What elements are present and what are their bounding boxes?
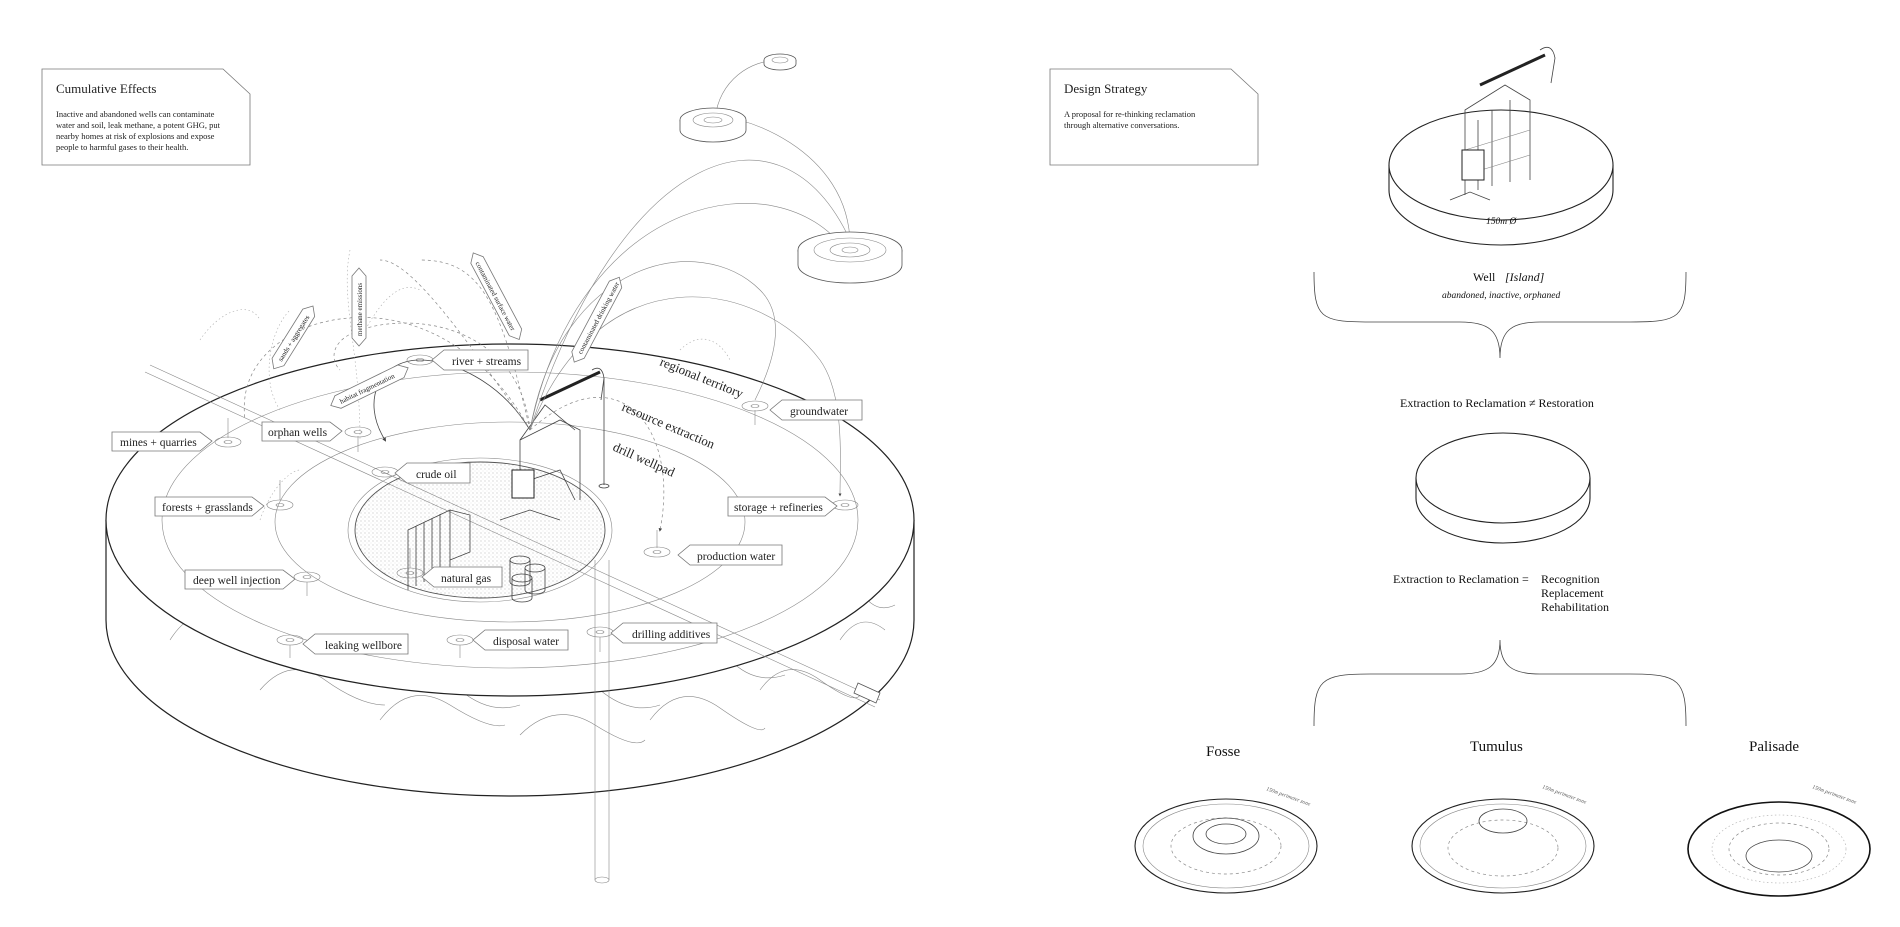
label-storage: storage + refineries — [727, 496, 838, 517]
cumulative-effects-line-2: water and soil, leak methane, a potent G… — [56, 120, 221, 130]
svg-text:natural gas: natural gas — [441, 573, 492, 585]
option-fosse-title: Fosse — [1206, 744, 1241, 760]
label-groundwater: groundwater — [769, 399, 863, 421]
design-strategy-box: Design Strategy A proposal for re-thinki… — [1049, 68, 1259, 166]
regional-territory-disc — [105, 59, 915, 884]
label-leaking: leaking wellbore — [302, 633, 409, 655]
option-palisade: Palisade 150m perimeter zone — [1687, 739, 1871, 897]
cumulative-effects-line-4: people to harmful gases to their health. — [56, 142, 188, 152]
flag-surface: contaminated surface water — [470, 252, 523, 341]
svg-text:river + streams: river + streams — [452, 356, 522, 368]
svg-text:forests + grasslands: forests + grasslands — [162, 502, 253, 514]
label-production: production water — [677, 544, 783, 566]
svg-text:production water: production water — [697, 551, 775, 563]
equation-2-lead: Extraction to Reclamation = — [1393, 572, 1529, 586]
label-orphan: orphan wells — [261, 421, 343, 442]
svg-text:groundwater: groundwater — [790, 406, 848, 418]
design-strategy-title: Design Strategy — [1064, 81, 1148, 96]
equation-2-term-1: Recognition — [1541, 572, 1600, 586]
label-natural-gas: natural gas — [421, 566, 503, 588]
flag-sands: sands + aggregates — [271, 305, 316, 370]
label-deep: deep well injection — [184, 569, 296, 590]
well-title: Well — [1473, 270, 1496, 284]
drop-arrows — [227, 410, 756, 658]
svg-text:storage + refineries: storage + refineries — [734, 502, 823, 514]
svg-text:contaminated drinking water: contaminated drinking water — [576, 280, 621, 355]
site-markers — [214, 354, 859, 646]
svg-text:contaminated surface water: contaminated surface water — [474, 260, 518, 332]
brace-top — [1313, 271, 1687, 359]
cumulative-effects-line-1: Inactive and abandoned wells can contami… — [56, 109, 215, 119]
cumulative-effects-line-3: nearby homes at risk of explosions and e… — [56, 131, 215, 141]
well-subtitle: abandoned, inactive, orphaned — [1442, 291, 1560, 301]
label-mines: mines + quarries — [111, 431, 213, 452]
brace-bottom — [1313, 639, 1687, 727]
label-drilling: drilling additives — [610, 622, 718, 644]
equation-2-term-3: Rehabilitation — [1541, 600, 1609, 614]
well-island: 150m Ø — [1388, 46, 1614, 246]
flag-methane: methane emissions — [351, 267, 367, 347]
equation-2-term-2: Replacement — [1541, 586, 1604, 600]
design-strategy-line-2: through alternative conversations. — [1064, 120, 1179, 130]
equation-1: Extraction to Reclamation ≠ Restoration — [1400, 396, 1594, 410]
option-palisade-title: Palisade — [1749, 739, 1799, 755]
svg-text:mines + quarries: mines + quarries — [120, 437, 197, 449]
option-fosse-ring-label: 150m perimeter zone — [1265, 786, 1311, 808]
label-forests: forests + grasslands — [154, 496, 265, 517]
svg-text:disposal water: disposal water — [493, 636, 559, 648]
label-disposal: disposal water — [472, 629, 569, 651]
svg-text:deep well injection: deep well injection — [193, 575, 281, 587]
cumulative-effects-title: Cumulative Effects — [56, 81, 156, 96]
svg-text:crude oil: crude oil — [416, 469, 457, 481]
option-palisade-ring-label: 150m perimeter zone — [1811, 784, 1857, 806]
label-river: river + streams — [431, 349, 529, 371]
well-diameter: 150m Ø — [1486, 217, 1517, 227]
option-tumulus-ring-label: 150m perimeter zone — [1541, 784, 1587, 806]
svg-text:orphan wells: orphan wells — [268, 427, 328, 439]
option-tumulus-title: Tumulus — [1470, 739, 1523, 755]
floating-discs — [679, 53, 903, 284]
well-pump-jack-icon — [1449, 46, 1556, 201]
option-tumulus: Tumulus 150m perimeter zone — [1411, 739, 1595, 894]
svg-text:methane emissions: methane emissions — [356, 283, 364, 336]
blank-disc — [1415, 432, 1591, 544]
option-fosse: Fosse 150m perimeter zone — [1134, 744, 1318, 894]
cumulative-effects-box: Cumulative Effects Inactive and abandone… — [41, 68, 251, 166]
storage-tanks-icon — [407, 509, 546, 603]
design-strategy-line-1: A proposal for re-thinking reclamation — [1064, 109, 1196, 119]
svg-text:drilling additives: drilling additives — [632, 629, 711, 641]
pump-jack-icon — [499, 367, 610, 521]
svg-text:leaking wellbore: leaking wellbore — [325, 640, 402, 652]
well-title-italic: [Island] — [1505, 270, 1545, 284]
label-crude: crude oil — [394, 462, 471, 484]
